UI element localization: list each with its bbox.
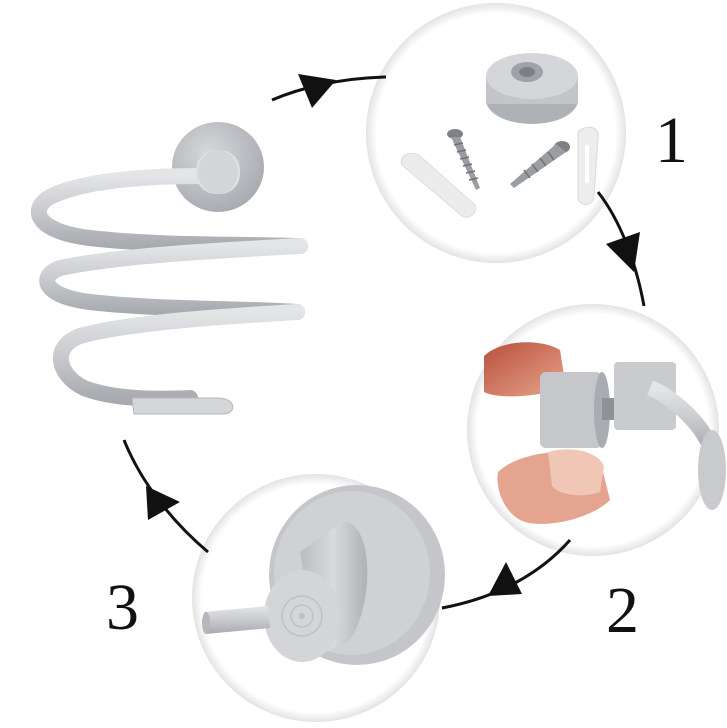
step-number-1: 1 — [655, 104, 688, 177]
step-2-circle — [467, 304, 726, 556]
wall-anchor-icon — [400, 152, 477, 218]
cycle-arrows — [122, 74, 646, 610]
step-1-circle — [366, 3, 626, 263]
screw-icon — [447, 129, 480, 190]
step-number-3: 3 — [106, 571, 139, 644]
step-number-2: 2 — [606, 574, 639, 647]
step-3-circle — [192, 474, 445, 722]
spiral-holder-product — [30, 122, 308, 415]
screw-icon — [510, 141, 570, 188]
